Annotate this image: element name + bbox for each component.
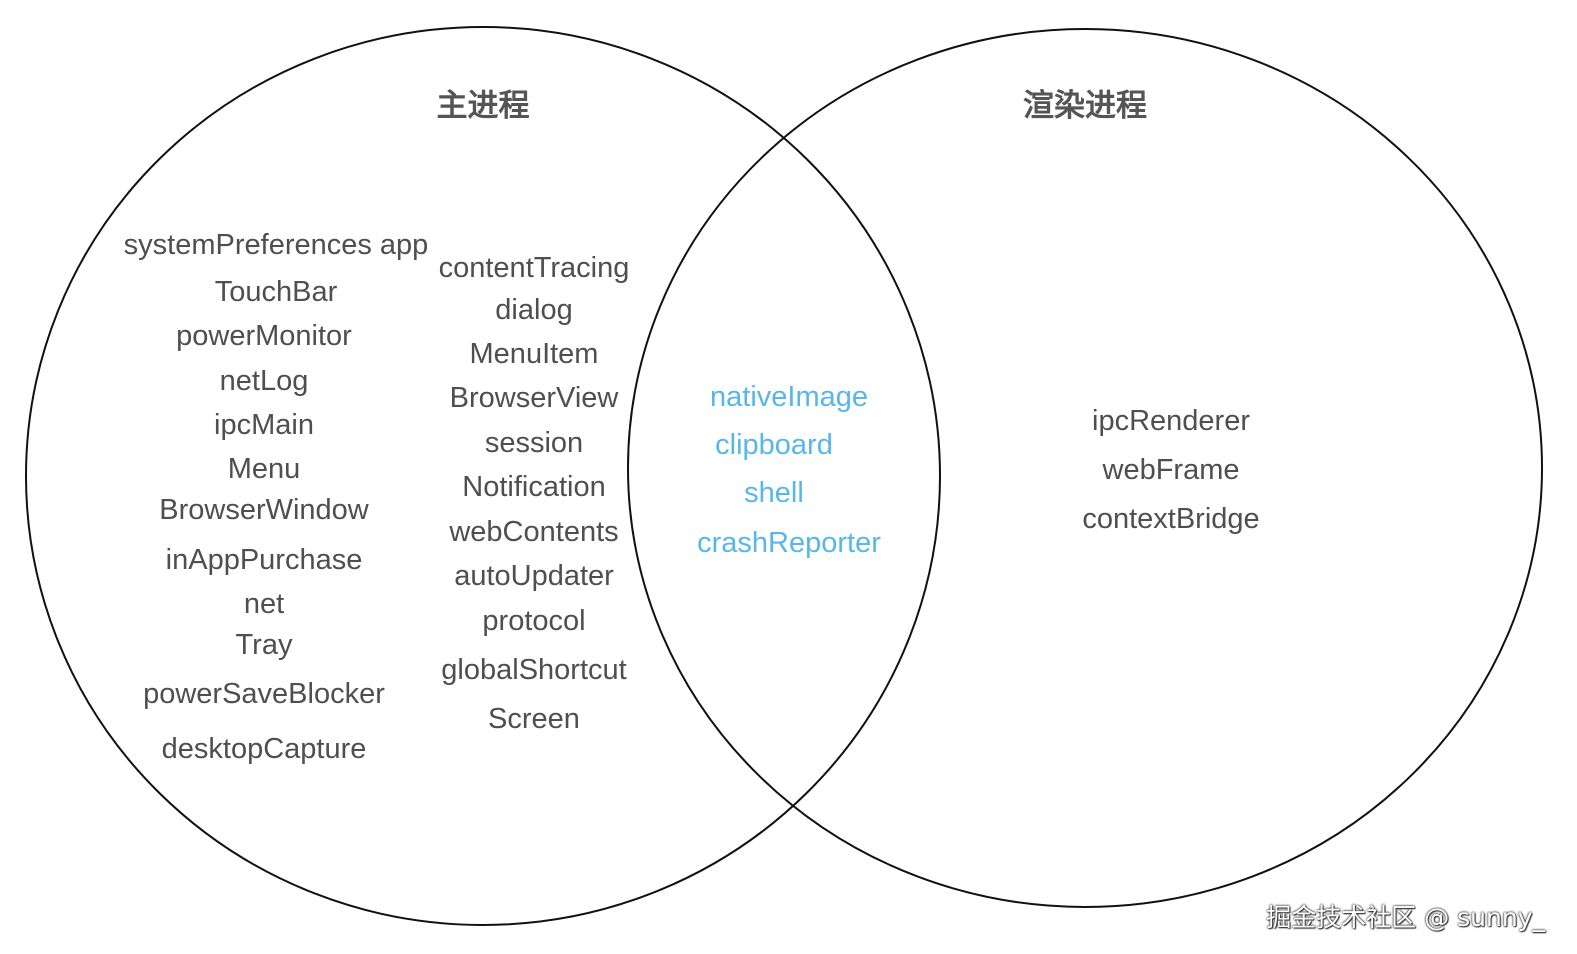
module-label: Notification <box>462 471 606 503</box>
module-label: BrowserWindow <box>159 494 369 526</box>
module-label: globalShortcut <box>441 654 627 686</box>
module-label: netLog <box>219 365 309 397</box>
module-label: powerSaveBlocker <box>143 678 385 710</box>
module-label: ipcMain <box>214 409 314 441</box>
module-label: net <box>243 588 285 620</box>
renderer-process-title: 渲染进程 <box>1023 88 1147 124</box>
module-label: dialog <box>495 294 573 326</box>
main-process-title: 主进程 <box>436 88 530 124</box>
module-label: inAppPurchase <box>165 544 363 576</box>
renderer-module-label: contextBridge <box>1082 503 1260 535</box>
shared-module-label: clipboard <box>715 429 833 461</box>
module-label: protocol <box>482 605 586 637</box>
module-label: Tray <box>235 629 293 661</box>
module-label: session <box>484 427 584 459</box>
module-label: desktopCapture <box>161 733 367 765</box>
module-label: Screen <box>488 703 580 735</box>
module-label: BrowserView <box>449 382 619 414</box>
module-label: powerMonitor <box>176 320 352 352</box>
shared-module-label: nativeImage <box>710 381 868 413</box>
main-process-circle <box>25 26 941 926</box>
renderer-module-label: ipcRenderer <box>1092 405 1250 437</box>
shared-module-label: shell <box>744 477 804 509</box>
module-label: autoUpdater <box>454 560 614 592</box>
watermark: 掘金技术社区 @ sunny_ <box>1266 903 1545 932</box>
module-label: contentTracing <box>438 252 630 284</box>
module-label: webContents <box>449 516 619 548</box>
module-label: MenuItem <box>469 338 599 370</box>
module-label: systemPreferences app <box>123 229 429 261</box>
renderer-module-label: webFrame <box>1102 454 1240 486</box>
shared-module-label: crashReporter <box>697 527 881 559</box>
module-label: Menu <box>227 453 301 485</box>
module-label: TouchBar <box>214 276 338 308</box>
renderer-process-circle <box>627 28 1543 908</box>
